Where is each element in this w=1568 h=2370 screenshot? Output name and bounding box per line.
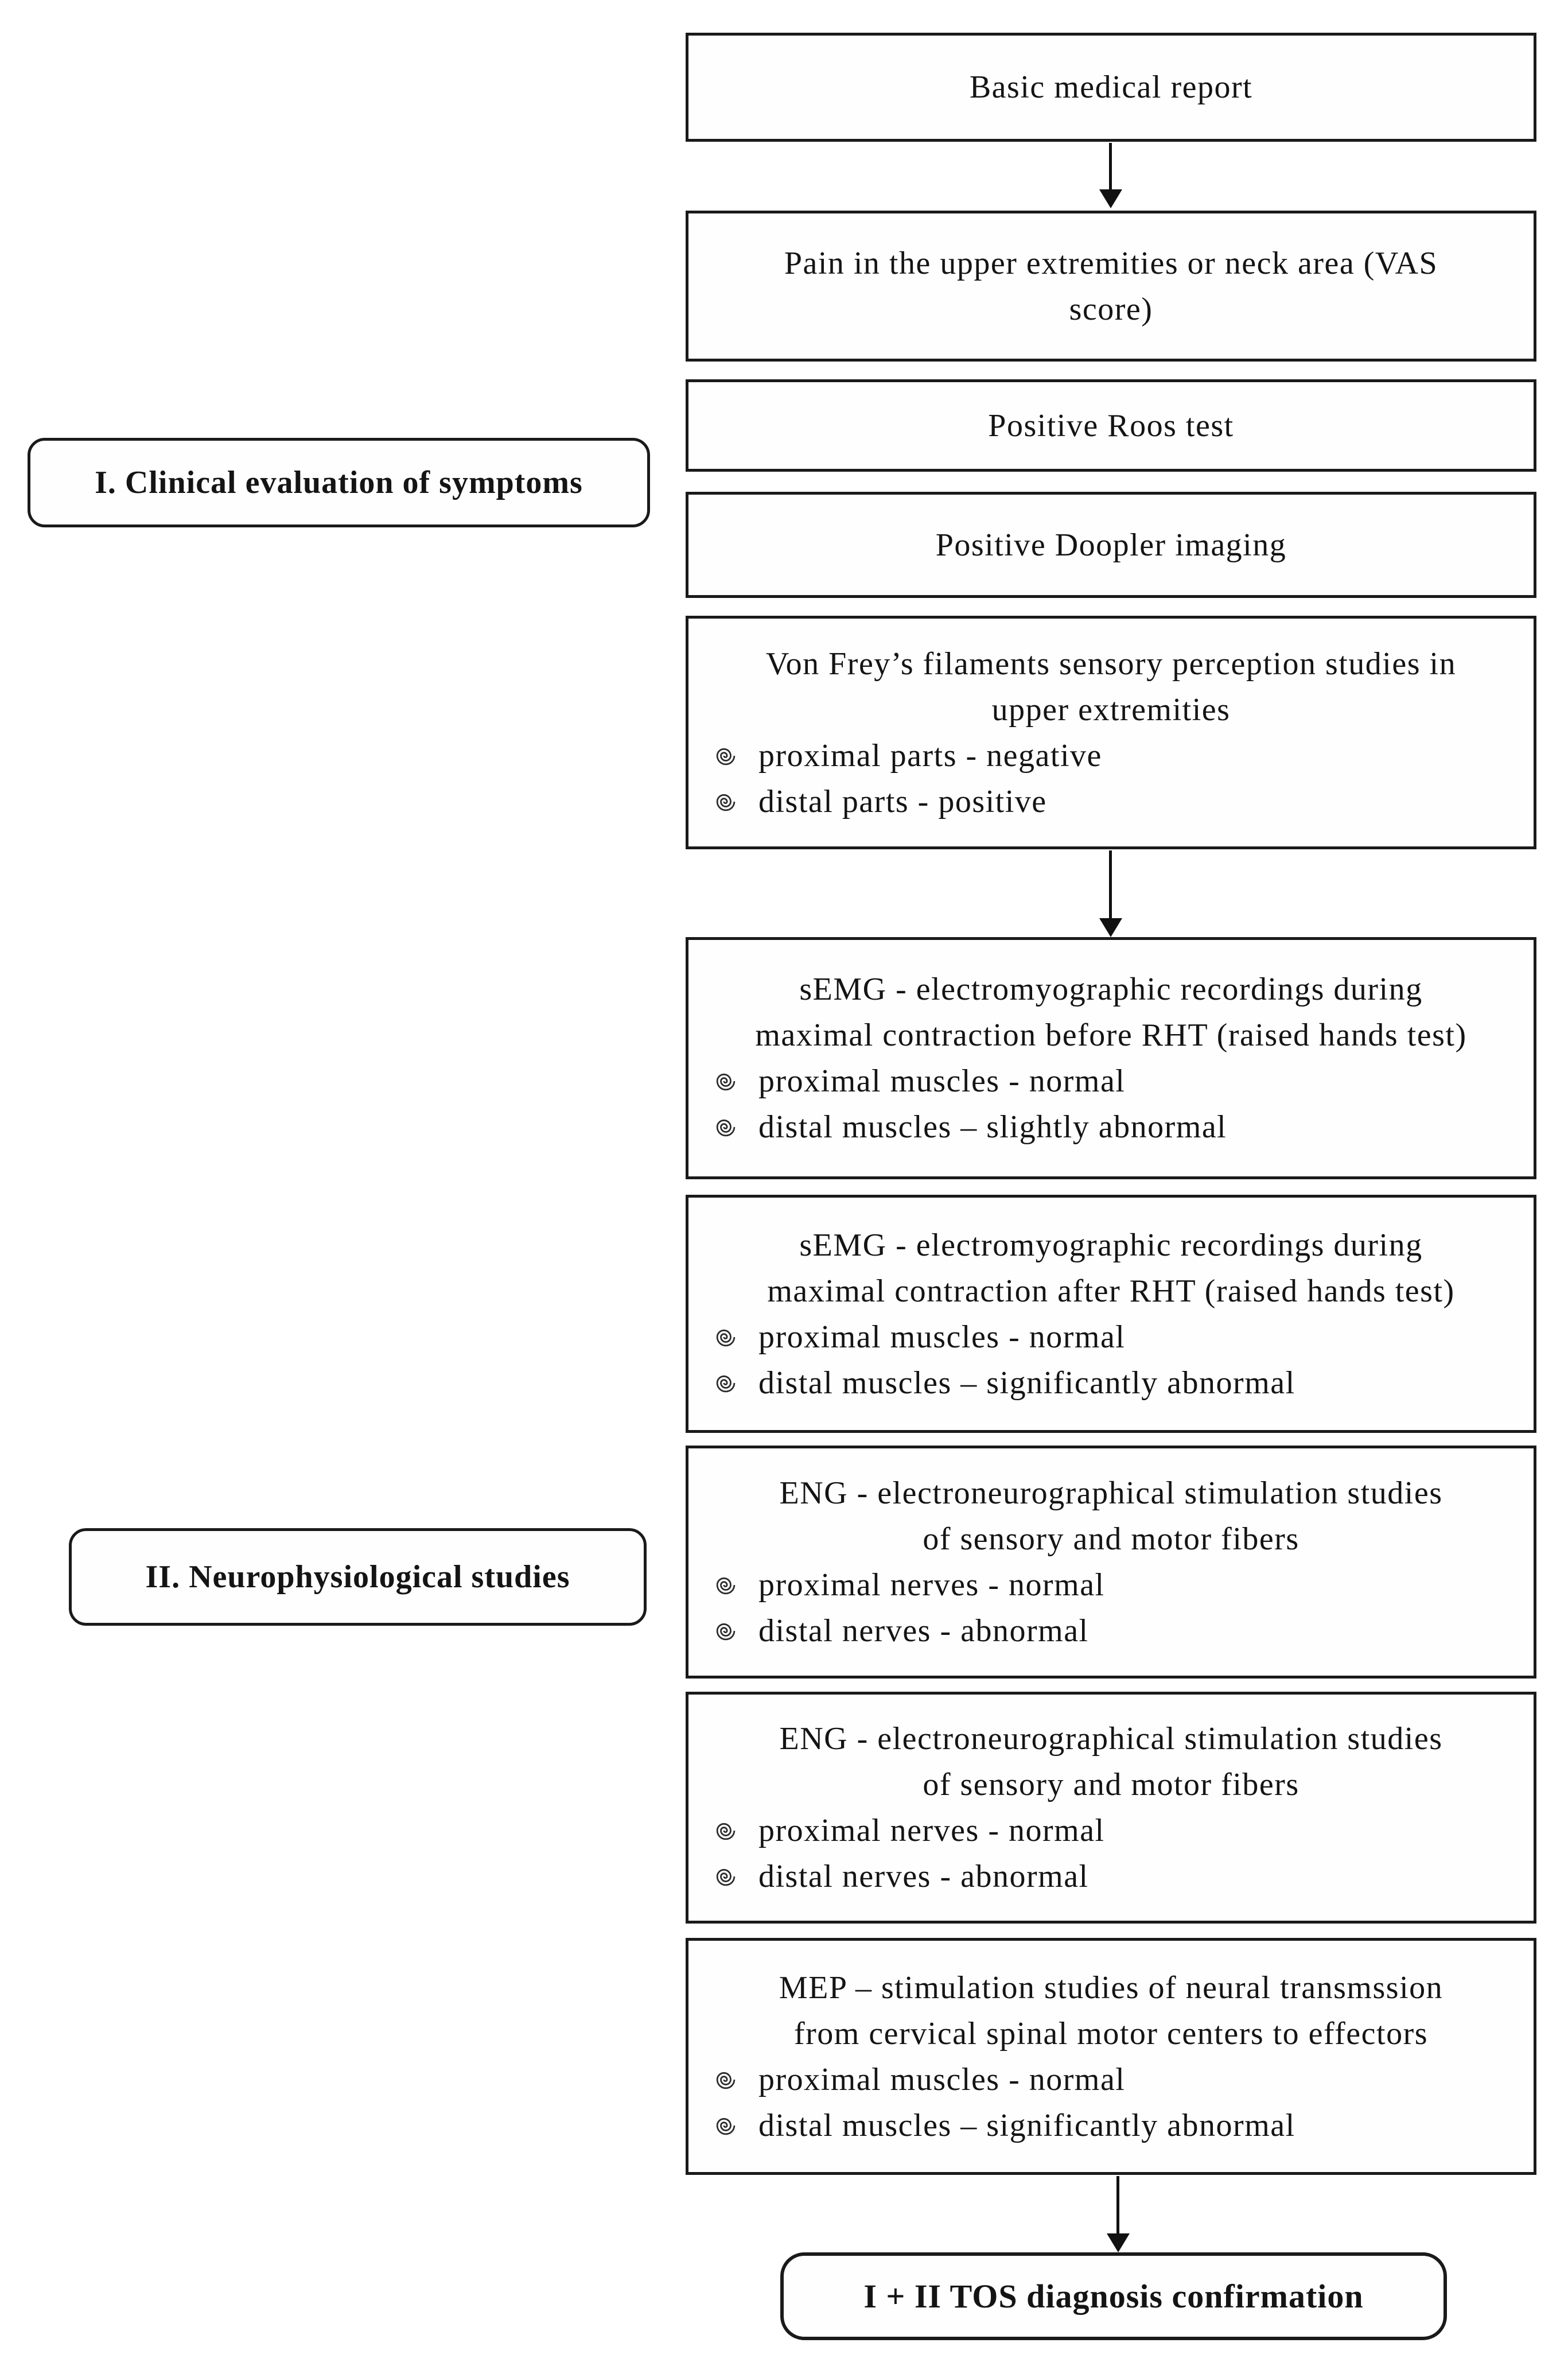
bullet-item: proximal parts - negative [688,733,1534,779]
flow-box-doppler-imaging: Positive Doopler imaging [686,492,1536,598]
bullet-text: distal muscles – significantly abnormal [758,2107,1295,2143]
bullet-text: distal muscles – significantly abnormal [758,1365,1295,1401]
bullet-item: distal muscles – significantly abnormal [688,1360,1534,1406]
arrowhead-icon [1107,2233,1130,2252]
spiral-bullet-icon [716,1623,736,1641]
spiral-bullet-icon [716,1578,736,1595]
box-title-line: Von Frey’s filaments sensory perception … [765,646,1457,682]
bullet-item: proximal nerves - normal [688,1562,1534,1608]
spiral-bullet-icon [716,1375,736,1392]
bullet-text: proximal muscles - normal [758,1319,1126,1355]
arrowhead-icon [1099,189,1122,208]
spiral-bullet-icon [716,2072,736,2089]
bullet-text: distal muscles – slightly abnormal [758,1109,1227,1145]
spiral-bullet-icon [716,1074,736,1091]
box-title-line: sEMG - electromyographic recordings duri… [799,1227,1423,1263]
box-title-line: ENG - electroneurographical stimulation … [779,1721,1443,1757]
bullet-text: distal nerves - abnormal [758,1613,1089,1649]
arrowhead-icon [1099,918,1122,937]
box-title-line: Basic medical report [969,69,1253,105]
flow-box-von-frey: Von Frey’s filaments sensory perception … [686,616,1536,849]
bullet-item: proximal nerves - normal [688,1808,1534,1854]
bullet-text: proximal nerves - normal [758,1813,1105,1848]
flow-box-semg-before-rht: sEMG - electromyographic recordings duri… [686,937,1536,1179]
box-title-line: upper extremities [991,691,1231,728]
side-label-neurophysiological-studies: II. Neurophysiological studies [69,1528,647,1626]
spiral-bullet-icon [716,1823,736,1840]
spiral-bullet-icon [716,1329,736,1346]
spiral-bullet-icon [716,2118,736,2135]
arrow-line [1109,143,1112,191]
bullet-item: distal nerves - abnormal [688,1854,1534,1899]
bullet-item: distal muscles – significantly abnormal [688,2103,1534,2148]
box-title-line: Pain in the upper extremities or neck ar… [784,245,1438,281]
side-label-text: II. Neurophysiological studies [145,1559,570,1595]
box-title-line: score) [1069,291,1153,327]
spiral-bullet-icon [716,748,736,765]
flow-box-roos-test: Positive Roos test [686,379,1536,472]
spiral-bullet-icon [716,1120,736,1137]
flow-box-pain-vas: Pain in the upper extremities or neck ar… [686,211,1536,362]
box-title-line: of sensory and motor fibers [923,1521,1299,1557]
side-label-text: I. Clinical evaluation of symptoms [95,465,583,500]
bullet-item: proximal muscles - normal [688,1314,1534,1360]
bullet-item: distal nerves - abnormal [688,1608,1534,1654]
arrow-line [1116,2176,1119,2234]
bullet-text: proximal muscles - normal [758,1063,1126,1099]
box-title-line: maximal contraction after RHT (raised ha… [767,1273,1455,1309]
bullet-item: proximal muscles - normal [688,1058,1534,1104]
box-title-line: Positive Roos test [988,407,1234,444]
bullet-item: distal parts - positive [688,779,1534,825]
box-title-line: from cervical spinal motor centers to ef… [793,2015,1429,2052]
box-title-line: sEMG - electromyographic recordings duri… [799,972,1423,1007]
bullet-text: distal nerves - abnormal [758,1859,1089,1894]
side-label-clinical-evaluation: I. Clinical evaluation of symptoms [28,438,650,527]
box-title-line: maximal contraction before RHT (raised h… [755,1017,1467,1053]
bullet-text: proximal muscles - normal [758,2061,1126,2097]
box-title-line: MEP – stimulation studies of neural tran… [779,1969,1444,2006]
box-title-line: of sensory and motor fibers [923,1767,1299,1802]
flow-box-semg-after-rht: sEMG - electromyographic recordings duri… [686,1195,1536,1433]
bullet-text: distal parts - positive [758,783,1047,819]
flow-box-basic-medical-report: Basic medical report [686,33,1536,142]
flow-box-eng-2: ENG - electroneurographical stimulation … [686,1692,1536,1924]
bullet-text: proximal nerves - normal [758,1567,1105,1603]
flow-box-mep: MEP – stimulation studies of neural tran… [686,1938,1536,2175]
box-title-line: ENG - electroneurographical stimulation … [779,1475,1443,1511]
spiral-bullet-icon [716,794,736,811]
bullet-item: distal muscles – slightly abnormal [688,1104,1534,1150]
arrow-line [1109,850,1112,918]
flow-box-diagnosis-confirmation: I + II TOS diagnosis confirmation [780,2252,1447,2340]
flow-box-eng-1: ENG - electroneurographical stimulation … [686,1446,1536,1679]
bullet-text: proximal parts - negative [758,737,1102,774]
spiral-bullet-icon [716,1869,736,1886]
box-title-line: Positive Doopler imaging [935,527,1287,563]
bullet-item: proximal muscles - normal [688,2057,1534,2103]
final-box-text: I + II TOS diagnosis confirmation [863,2278,1364,2315]
